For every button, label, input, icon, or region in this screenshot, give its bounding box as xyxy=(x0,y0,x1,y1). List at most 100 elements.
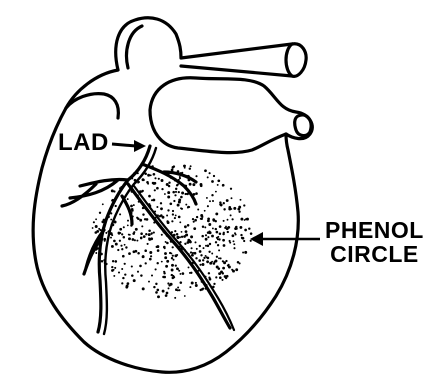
stipple-dot xyxy=(227,219,229,221)
stipple-dot xyxy=(243,204,245,206)
stipple-dot xyxy=(208,276,210,278)
stipple-dot xyxy=(176,233,179,236)
stipple-dot xyxy=(174,254,177,257)
stipple-dot xyxy=(184,249,186,251)
stipple-dot xyxy=(207,257,210,260)
stipple-dot xyxy=(172,275,174,277)
stipple-dot xyxy=(188,179,191,182)
stipple-dot xyxy=(222,184,225,187)
stipple-dot xyxy=(215,228,217,230)
stipple-dot xyxy=(153,286,155,288)
vessel-opening-icon xyxy=(286,44,292,76)
stipple-dot xyxy=(155,291,158,294)
stipple-dot xyxy=(205,284,207,286)
stipple-dot xyxy=(222,267,225,270)
stipple-dot xyxy=(101,260,104,263)
stipple-dot xyxy=(181,231,183,233)
stipple-dot xyxy=(166,242,169,245)
stipple-dot xyxy=(181,172,183,174)
stipple-dot xyxy=(146,181,149,184)
stipple-dot xyxy=(101,221,104,224)
stipple-dot xyxy=(144,207,147,210)
stipple-dot xyxy=(131,274,134,277)
stipple-dot xyxy=(110,212,112,214)
stipple-dot xyxy=(197,270,199,272)
stipple-dot xyxy=(184,185,187,188)
stipple-dot xyxy=(184,165,186,167)
stipple-dot xyxy=(211,235,214,238)
stipple-dot xyxy=(173,234,176,237)
stipple-dot xyxy=(124,263,126,265)
stipple-dot xyxy=(191,282,194,285)
stipple-dot xyxy=(228,206,231,209)
stipple-dot xyxy=(120,245,122,247)
stipple-dot xyxy=(171,231,173,233)
stipple-dot xyxy=(154,210,156,212)
stipple-dot xyxy=(232,218,234,220)
stipple-dot xyxy=(171,257,173,259)
stipple-dot xyxy=(212,227,214,229)
stipple-dot xyxy=(219,225,222,228)
stipple-dot xyxy=(205,238,208,241)
stipple-dot xyxy=(223,244,226,247)
stipple-dot xyxy=(183,235,186,238)
stipple-dot xyxy=(131,177,133,179)
stipple-dot xyxy=(172,255,174,257)
stipple-dot xyxy=(201,288,204,291)
phenol-stipple-region xyxy=(92,165,253,299)
stipple-dot xyxy=(233,243,235,245)
stipple-dot xyxy=(175,188,177,190)
stipple-dot xyxy=(119,228,122,231)
stipple-dot xyxy=(153,218,155,220)
stipple-dot xyxy=(190,235,193,238)
stipple-dot xyxy=(153,222,155,224)
stipple-dot xyxy=(213,283,215,285)
stipple-dot xyxy=(135,228,138,231)
stipple-dot xyxy=(225,277,227,279)
stipple-dot xyxy=(202,225,204,227)
stipple-dot xyxy=(153,199,156,202)
stipple-dot xyxy=(235,226,238,229)
stipple-dot xyxy=(185,204,187,206)
stipple-dot xyxy=(163,276,166,279)
stipple-dot xyxy=(244,251,247,254)
stipple-dot xyxy=(192,183,195,186)
stipple-dot xyxy=(103,259,105,261)
stipple-dot xyxy=(215,260,218,263)
stipple-dot xyxy=(113,275,115,277)
stipple-dot xyxy=(171,234,173,236)
stipple-dot xyxy=(233,247,235,249)
stipple-dot xyxy=(212,200,214,202)
stipple-dot xyxy=(144,218,146,220)
stipple-dot xyxy=(147,243,149,245)
stipple-dot xyxy=(168,172,170,174)
stipple-dot xyxy=(92,227,94,229)
stipple-dot xyxy=(177,170,180,173)
stipple-dot xyxy=(135,182,137,184)
stipple-dot xyxy=(225,226,227,228)
stipple-dot xyxy=(167,191,170,194)
stipple-dot xyxy=(181,236,183,238)
stipple-dot xyxy=(125,203,127,205)
stipple-dot xyxy=(144,249,147,252)
stipple-dot xyxy=(171,169,174,172)
stipple-dot xyxy=(178,270,180,272)
stipple-dot xyxy=(207,245,210,248)
stipple-dot xyxy=(179,176,181,178)
stipple-dot xyxy=(195,284,198,287)
stipple-dot xyxy=(196,248,198,250)
stipple-dot xyxy=(165,294,168,297)
stipple-dot xyxy=(132,238,135,241)
stipple-dot xyxy=(139,265,142,268)
stipple-dot xyxy=(205,255,207,257)
stipple-dot xyxy=(211,261,213,263)
stipple-dot xyxy=(194,241,196,243)
lad-label: LAD xyxy=(58,131,109,155)
stipple-dot xyxy=(122,197,124,199)
stipple-dot xyxy=(142,207,144,209)
stipple-dot xyxy=(250,240,252,242)
stipple-dot xyxy=(176,184,178,186)
stipple-dot xyxy=(181,208,183,210)
stipple-dot xyxy=(167,282,169,284)
stipple-dot xyxy=(218,257,220,259)
